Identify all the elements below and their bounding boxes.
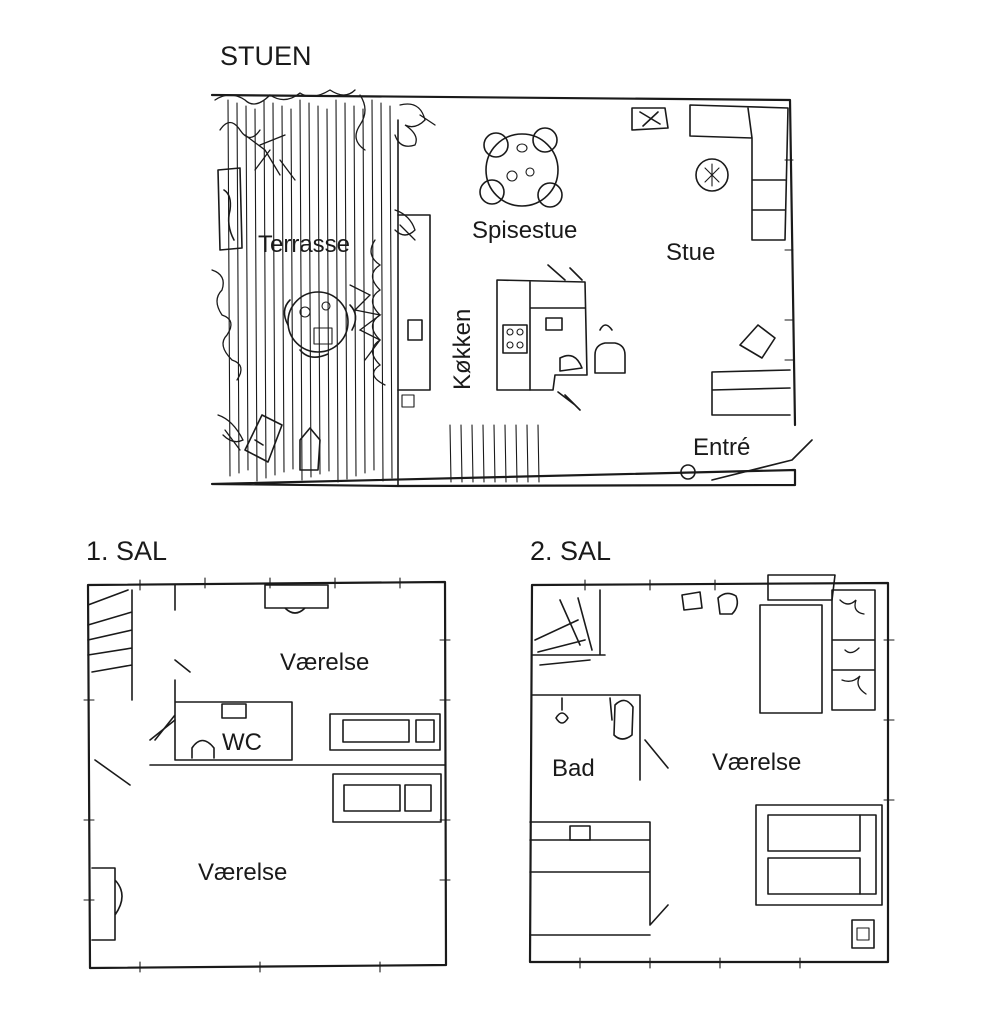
- terrace-bench: [217, 167, 243, 251]
- deck-board: [317, 105, 321, 475]
- bath-basin: [555, 697, 569, 724]
- deck-board: [245, 105, 249, 471]
- second-floor-plan: 2. SAL: [528, 536, 895, 969]
- second-floor-heading: 2. SAL: [530, 536, 611, 566]
- kitchen-small-appliance: [401, 394, 415, 408]
- loft-bed: [759, 574, 836, 714]
- first-floor-heading: 1. SAL: [86, 536, 167, 566]
- room-label-first-bedroom-bottom: Værelse: [198, 859, 287, 886]
- entrance-mat-line: [493, 424, 496, 483]
- wc-toilet: [191, 739, 215, 759]
- deck-board: [371, 99, 375, 471]
- entrance-mat-line: [537, 424, 540, 483]
- terrace-plants: [211, 89, 436, 451]
- room-label-wc: WC: [222, 729, 262, 756]
- terrace-decking: [227, 99, 393, 483]
- bed-top: [329, 713, 441, 751]
- bedside-table: [851, 919, 875, 949]
- coffee-table-decor: [704, 163, 720, 187]
- deck-board: [263, 99, 267, 479]
- room-label-second-bedroom: Værelse: [712, 749, 801, 776]
- deck-board: [227, 99, 231, 477]
- entrance-mat-line: [482, 424, 485, 483]
- bath-cabinet: [529, 821, 669, 936]
- living-wall-ticks: [784, 159, 794, 361]
- entrance-umbrella-stand: [680, 464, 696, 480]
- armchair: [594, 324, 626, 374]
- bath-mirror: [569, 825, 591, 841]
- storage-shelf: [831, 589, 876, 711]
- deck-board: [272, 102, 276, 476]
- deck-board: [344, 102, 348, 480]
- first-floor-staircase: [87, 584, 176, 786]
- deck-board: [254, 108, 258, 482]
- room-label-living: Stue: [666, 239, 715, 266]
- terrace-chair: [299, 427, 321, 471]
- desk: [264, 584, 329, 614]
- deck-board: [362, 108, 366, 474]
- side-desk: [91, 867, 123, 941]
- second-floor-staircase: [531, 589, 606, 666]
- bath-toilet: [609, 697, 634, 740]
- coffee-table: [695, 158, 729, 192]
- terrace-lounger: [244, 414, 283, 463]
- entrance-mat-line: [504, 424, 507, 483]
- entrance-mat-line: [526, 424, 529, 483]
- terrace-dining-table: [283, 291, 357, 358]
- kitchen-counter-wall: [397, 214, 431, 391]
- deck-board: [281, 105, 285, 473]
- deck-board: [380, 102, 384, 482]
- first-floor-plan: 1. SAL Værelse WC Værelse: [83, 536, 451, 973]
- room-label-entrance: Entré: [693, 434, 750, 461]
- bed-bottom: [332, 773, 442, 823]
- ground-staircase: [711, 369, 813, 481]
- first-floor-wall-ticks: [83, 577, 451, 973]
- sofa: [689, 104, 789, 241]
- room-label-dining: Spisestue: [472, 217, 577, 244]
- second-floor-outer-wall: [528, 581, 890, 964]
- wc-sink: [221, 703, 247, 719]
- room-label-kitchen: Køkken: [449, 309, 476, 390]
- dining-table: [479, 127, 563, 208]
- kitchen-sink: [407, 319, 423, 341]
- entrance-mat-line: [460, 424, 463, 483]
- room-label-bath: Bad: [552, 755, 595, 782]
- ground-floor-plan: STUEN: [210, 41, 813, 488]
- potted-plant: [631, 107, 669, 131]
- entrance-mat-line: [449, 424, 452, 483]
- bedside-lamp: [856, 927, 870, 941]
- entrance-mat-line: [471, 424, 474, 483]
- deck-board: [236, 102, 240, 474]
- deck-board: [335, 99, 339, 483]
- ground-floor-heading: STUEN: [220, 41, 312, 71]
- room-label-terrace: Terrasse: [258, 231, 350, 258]
- first-floor-outer-wall: [86, 580, 448, 970]
- reading-chair: [739, 324, 776, 359]
- double-bed: [755, 804, 883, 906]
- entrance-floor-lines: [449, 424, 540, 483]
- wc-walls: [154, 659, 293, 761]
- loft-stools: [681, 591, 739, 615]
- kitchen-island: [496, 264, 588, 411]
- deck-board: [389, 105, 393, 479]
- second-floor-wall-ticks: [579, 579, 895, 969]
- deck-board: [299, 99, 303, 481]
- bath-walls: [531, 694, 669, 781]
- deck-board: [290, 108, 294, 470]
- deck-board: [308, 102, 312, 478]
- room-label-first-bedroom-top: Værelse: [280, 649, 369, 676]
- entrance-mat-line: [515, 424, 518, 483]
- deck-board: [326, 108, 330, 472]
- deck-board: [353, 105, 357, 477]
